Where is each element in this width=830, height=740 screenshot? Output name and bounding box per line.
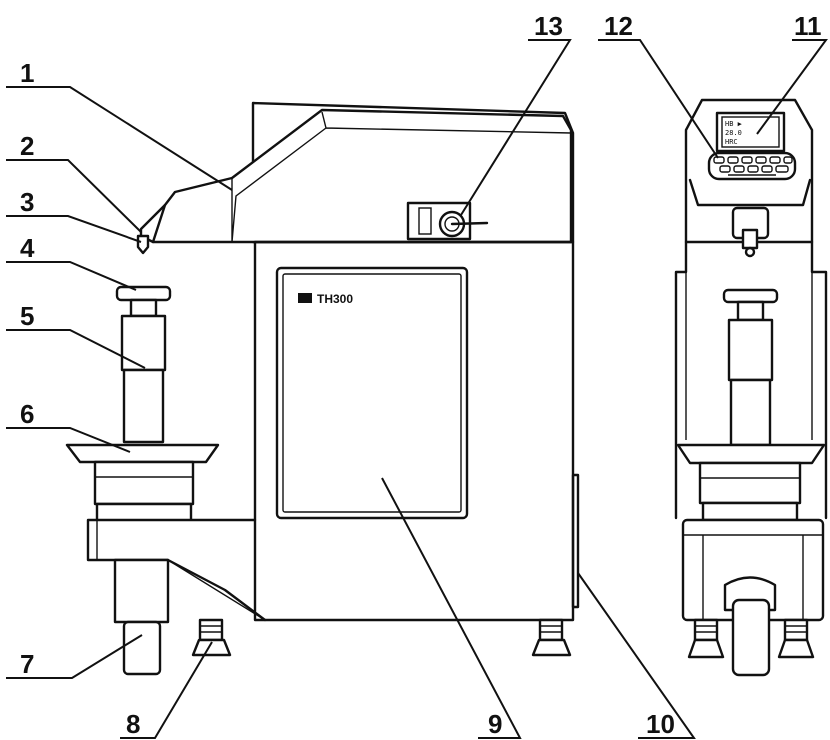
leader-9 xyxy=(381,477,522,739)
callout-1: 1 xyxy=(20,58,34,88)
keypad-buttons xyxy=(713,156,793,173)
leader-7 xyxy=(6,634,143,679)
leader-5 xyxy=(6,329,146,369)
front-anvil-neck xyxy=(736,300,765,322)
display-line-1: HB ▶ xyxy=(725,120,743,128)
side-view: TH300 xyxy=(65,101,580,676)
front-handwheel-base xyxy=(701,501,799,522)
front-head-cowl xyxy=(688,178,812,207)
anvil-neck xyxy=(129,298,158,318)
front-indenter-tip xyxy=(744,246,756,258)
leader-12 xyxy=(598,39,719,159)
model-label: TH300 xyxy=(317,292,353,306)
front-foot-right xyxy=(777,618,815,659)
callout-5: 5 xyxy=(20,301,34,331)
callout-6: 6 xyxy=(20,399,34,429)
callout-10: 10 xyxy=(646,709,675,739)
anvil-cap xyxy=(115,285,172,302)
front-handwheel-tray xyxy=(676,443,826,465)
front-window xyxy=(275,266,469,520)
leader-6 xyxy=(6,427,131,453)
indenter xyxy=(136,234,150,255)
leader-11 xyxy=(756,39,828,135)
leader-2 xyxy=(6,159,142,233)
handwheel-body xyxy=(93,460,195,506)
callout-11: 11 xyxy=(794,11,822,41)
front-anvil-cap xyxy=(722,288,779,304)
leader-1 xyxy=(6,86,233,191)
callout-12: 12 xyxy=(604,11,633,41)
callout-2: 2 xyxy=(20,131,34,161)
front-foot-left xyxy=(687,618,725,659)
power-switch-lever xyxy=(450,221,489,226)
leader-3 xyxy=(6,215,142,243)
front-indenter xyxy=(741,228,759,250)
front-window-inner xyxy=(282,273,462,513)
display-screen xyxy=(715,111,786,153)
top-cover xyxy=(151,108,573,244)
handwheel-base xyxy=(95,502,193,523)
base-arm xyxy=(86,518,267,622)
top-cover-edge xyxy=(231,111,572,243)
base-arm-edge xyxy=(96,520,266,621)
leader-4 xyxy=(6,261,137,291)
front-handwheel-body xyxy=(698,461,802,505)
handwheel-tray xyxy=(65,443,220,464)
display-line-3: HRC xyxy=(725,138,738,146)
display-line-2: 28.0 xyxy=(725,129,742,137)
callout-3: 3 xyxy=(20,187,34,217)
front-column xyxy=(729,378,772,447)
leader-8 xyxy=(120,641,213,739)
front-lower-screw xyxy=(731,598,771,677)
logo-icon xyxy=(298,293,312,303)
leader-13 xyxy=(460,39,572,216)
side-panel xyxy=(571,473,580,609)
front-view: HB ▶ 28.0 HRC xyxy=(674,98,828,677)
switch-label-plate xyxy=(418,207,432,235)
callout-numbers: 1 2 3 4 5 6 7 8 9 10 11 12 13 xyxy=(20,11,822,739)
main-body xyxy=(253,240,575,622)
lower-screw xyxy=(122,620,162,676)
leader-10 xyxy=(577,572,696,739)
lower-screw-housing xyxy=(113,558,170,624)
callout-9: 9 xyxy=(488,709,502,739)
callout-leaders xyxy=(6,39,828,739)
foot-front xyxy=(191,618,232,657)
callout-4: 4 xyxy=(20,233,35,263)
foot-rear xyxy=(531,618,572,657)
elevating-column xyxy=(122,368,165,444)
callout-8: 8 xyxy=(126,709,140,739)
front-base-line xyxy=(683,534,823,620)
callout-7: 7 xyxy=(20,649,34,679)
front-body xyxy=(674,240,828,520)
display-screen-inner xyxy=(721,116,780,148)
front-body-inner xyxy=(685,272,813,440)
elevating-screw xyxy=(120,314,167,372)
front-screw xyxy=(727,318,774,382)
callout-13: 13 xyxy=(534,11,563,41)
